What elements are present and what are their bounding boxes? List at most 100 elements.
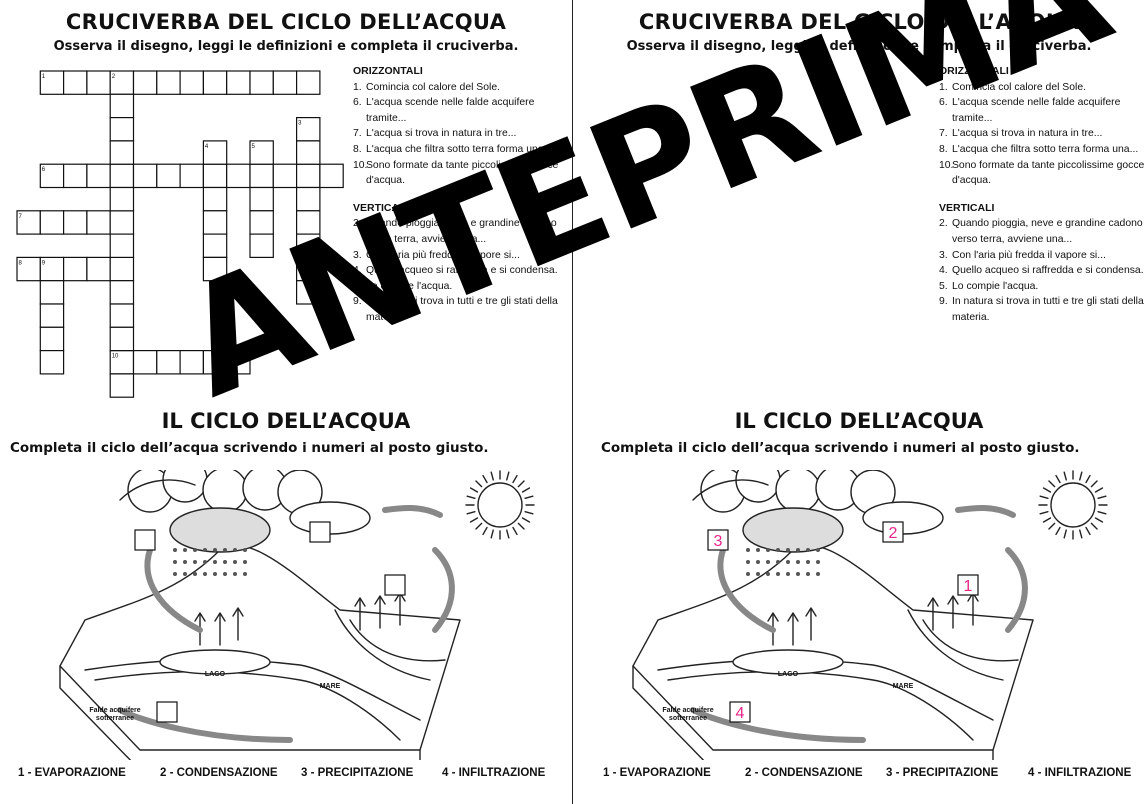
crossword-cell[interactable] xyxy=(179,70,205,95)
crossword-cell[interactable] xyxy=(109,210,135,235)
crossword-cell[interactable] xyxy=(132,163,158,189)
sea-label: MARE xyxy=(320,683,341,690)
legend-item: 1 - EVAPORAZIONE xyxy=(603,767,711,779)
crossword-cell[interactable] xyxy=(109,326,135,352)
answer-box-condensation[interactable] xyxy=(882,521,904,543)
clues-vertical-header: VERTICALI xyxy=(353,201,409,214)
crossword-cell[interactable] xyxy=(39,210,65,235)
crossword-cell[interactable] xyxy=(39,303,65,328)
crossword-cell[interactable] xyxy=(202,140,228,165)
cell-number: 9 xyxy=(42,260,46,266)
clue-item: 6.L'acqua scende nelle falde acquifere t… xyxy=(939,97,1121,124)
cycle-subtitle: Completa il ciclo dell’acqua scrivendo i… xyxy=(601,440,1080,456)
legend-item: 2 - CONDENSAZIONE xyxy=(745,767,863,779)
legend: 1 - EVAPORAZIONE 2 - CONDENSAZIONE 3 - P… xyxy=(573,767,1145,783)
crossword-cell[interactable] xyxy=(296,280,321,305)
answer-box-evaporation[interactable] xyxy=(384,574,406,596)
crossword-cell[interactable] xyxy=(249,140,274,165)
cell-number: 10 xyxy=(112,354,119,360)
crossword-cell[interactable] xyxy=(109,256,135,282)
crossword-cell[interactable] xyxy=(272,163,298,189)
crossword-cell[interactable] xyxy=(202,70,228,95)
crossword-cell[interactable] xyxy=(296,163,321,189)
crossword-cell[interactable] xyxy=(202,210,228,235)
crossword-cell[interactable] xyxy=(319,163,344,189)
clue-item: 7.L'acqua si trova in natura in tre... xyxy=(939,128,1103,140)
clues-vertical-list: 2.Quando pioggia, neve e grandine cadono… xyxy=(353,216,568,325)
crossword-cell[interactable] xyxy=(249,233,274,259)
crossword-cell[interactable] xyxy=(109,163,135,189)
crossword-cell[interactable] xyxy=(86,256,111,282)
answer-box-infiltration[interactable] xyxy=(729,701,751,723)
cell-number: 1 xyxy=(42,74,46,80)
cycle-title: IL CICLO DELL’ACQUA xyxy=(161,409,411,433)
page-title: CRUCIVERBA DEL CICLO DELL’ACQUA xyxy=(65,10,507,34)
crossword-cell[interactable] xyxy=(109,280,135,305)
clue-item: 10.Sono formate da tante piccolissime go… xyxy=(939,159,1145,187)
crossword-cell[interactable] xyxy=(62,210,88,235)
legend-item: 2 - CONDENSAZIONE xyxy=(160,767,278,779)
crossword-cell[interactable] xyxy=(109,186,135,212)
answer-box-precipitation[interactable] xyxy=(134,529,156,551)
clues-panel: ORIZZONTALI 1.Comincia col calore del So… xyxy=(353,64,568,326)
crossword-cell[interactable] xyxy=(62,163,88,189)
crossword-cell[interactable] xyxy=(109,140,135,165)
clue-item: 5.Lo compie l'acqua. xyxy=(939,280,1039,292)
legend-item: 3 - PRECIPITAZIONE xyxy=(886,767,999,779)
cell-number: 3 xyxy=(298,121,302,127)
crossword-cell[interactable] xyxy=(156,350,181,375)
crossword-cell[interactable] xyxy=(296,70,321,95)
crossword-cell[interactable] xyxy=(109,233,135,259)
crossword-cell[interactable] xyxy=(226,350,251,375)
crossword-cell[interactable] xyxy=(86,163,111,189)
legend-item: 4 - INFILTRAZIONE xyxy=(442,767,546,779)
clues-horizontal-list: 1.Comincia col calore del Sole. 6.L'acqu… xyxy=(939,80,1145,189)
cell-number: 8 xyxy=(19,260,23,266)
cell-number: 5 xyxy=(252,144,256,150)
crossword-cell[interactable] xyxy=(249,70,274,95)
crossword-cell[interactable] xyxy=(109,303,135,328)
crossword-cell[interactable] xyxy=(39,280,65,305)
clue-item: 1.Comincia col calore del Sole. xyxy=(939,81,1086,93)
clue-item: 3.Con l'aria più fredda il vapore si... xyxy=(939,249,1106,261)
crossword-cell[interactable] xyxy=(109,116,135,142)
crossword-cell[interactable] xyxy=(202,186,228,212)
crossword-cell[interactable] xyxy=(86,70,111,95)
crossword-cell[interactable] xyxy=(86,210,111,235)
answer-number: 1 xyxy=(964,578,973,595)
answer-box-evaporation[interactable] xyxy=(957,574,979,596)
crossword-cell[interactable] xyxy=(226,163,251,189)
answer-number: 3 xyxy=(714,533,723,550)
clue-item: 3.Con l'aria più fredda il vapore si... xyxy=(353,249,520,261)
crossword-cell[interactable] xyxy=(202,163,228,189)
crossword-cell[interactable] xyxy=(156,163,181,189)
crossword-cell[interactable] xyxy=(109,373,135,398)
crossword-cell[interactable] xyxy=(132,70,158,95)
clue-item: 8.L'acqua che filtra sotto terra forma u… xyxy=(353,143,553,155)
crossword-cell[interactable] xyxy=(39,350,65,375)
clue-item: 4.Quello acqueo si raffredda e si conden… xyxy=(939,265,1144,277)
crossword-cell[interactable] xyxy=(226,70,251,95)
clues-panel: ORIZZONTALI 1.Comincia col calore del So… xyxy=(939,64,1145,326)
clues-horizontal-header: ORIZZONTALI xyxy=(353,65,423,77)
answer-box-precipitation[interactable] xyxy=(707,529,729,551)
crossword-cell[interactable] xyxy=(156,70,181,95)
crossword-cell[interactable] xyxy=(202,256,228,282)
clue-item: 5.Lo compie l'acqua. xyxy=(353,280,453,292)
crossword-cell[interactable] xyxy=(62,256,88,282)
legend-item: 1 - EVAPORAZIONE xyxy=(18,767,126,779)
crossword-cell[interactable] xyxy=(249,186,274,212)
crossword-cell[interactable] xyxy=(249,163,274,189)
crossword-cell[interactable] xyxy=(179,163,205,189)
clue-item: 6.L'acqua scende nelle falde acquifere t… xyxy=(353,97,535,124)
crossword-cell[interactable] xyxy=(132,350,158,375)
crossword-cell[interactable] xyxy=(109,93,135,119)
crossword-cell[interactable] xyxy=(39,326,65,352)
answer-box-condensation[interactable] xyxy=(309,521,331,543)
crossword-cell[interactable] xyxy=(62,70,88,95)
crossword-cell[interactable] xyxy=(296,140,321,165)
answer-box-infiltration[interactable] xyxy=(156,701,178,723)
crossword-cell[interactable] xyxy=(272,70,298,95)
